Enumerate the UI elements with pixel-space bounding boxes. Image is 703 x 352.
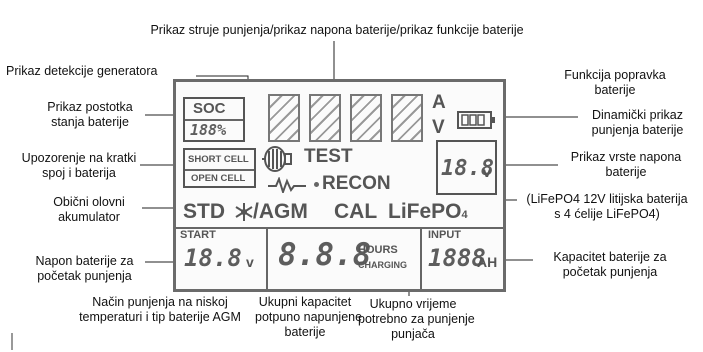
label-dynamic-charging: Dinamički prikaz punjenja baterije	[591, 108, 684, 137]
label-total-time: Ukupno vrijeme potrebno za punjenje punj…	[358, 297, 475, 341]
battery-icon	[457, 111, 495, 129]
unit-a: A	[432, 92, 446, 113]
lcd-panel: SOC 188% A V SHORT CELL OPEN CELL	[173, 79, 506, 292]
short-cell-text: SHORT CELL	[188, 154, 249, 165]
unit-v: V	[432, 117, 445, 138]
pulse-icon	[268, 177, 306, 193]
voltage-type-value: 18.8	[441, 156, 494, 181]
charge-digit-4	[391, 94, 423, 142]
input-value: 1888	[428, 244, 486, 272]
label-battery-capacity: Kapacitet baterije za početak punjenja	[553, 250, 667, 279]
hours-text: HOURS	[358, 244, 398, 256]
recon-dot	[314, 182, 319, 187]
lcd-split-right	[420, 227, 422, 289]
input-label: INPUT	[428, 229, 461, 241]
label-soc-display: Prikaz postotka stanja baterije	[47, 100, 133, 129]
charging-text: CHARGING	[358, 260, 407, 270]
input-unit: AH	[477, 254, 498, 270]
lcd-divider	[176, 227, 503, 229]
label-generator-detection: Prikaz detekcije generatora	[6, 64, 158, 78]
label-repair-function: Funkcija popravka baterije	[564, 68, 666, 97]
std-text: STD	[183, 200, 225, 223]
soc-value: 188%	[190, 121, 227, 139]
label-voltage-type: Prikaz vrste napona baterije	[570, 150, 682, 179]
label-lead-acid: Obični olovni akumulator	[53, 195, 125, 224]
generator-icon	[262, 146, 292, 172]
center-value: 8.8.8	[278, 237, 372, 273]
voltage-type-unit: v	[483, 164, 491, 180]
charge-digit-2	[309, 94, 341, 142]
start-label: START	[180, 229, 216, 241]
start-unit: v	[246, 254, 254, 270]
label-lifepo4-note: (LiFePO4 12V litijska baterija s 4 ćelij…	[526, 192, 688, 221]
open-cell-text: OPEN CELL	[191, 173, 246, 184]
soc-box: SOC 188%	[183, 97, 245, 142]
start-value: 18.8	[184, 244, 242, 272]
lifepo-text: LiFePO4	[388, 200, 468, 223]
test-text: TEST	[304, 146, 353, 167]
cal-text: CAL	[334, 200, 378, 223]
charge-digit-1	[268, 94, 300, 142]
lcd-split-left	[266, 227, 268, 289]
snowflake-icon	[235, 203, 253, 221]
recon-text: RECON	[322, 173, 391, 194]
cell-warning-box: SHORT CELL OPEN CELL	[183, 148, 256, 188]
label-start-voltage: Napon baterije za početak punjenja	[35, 254, 134, 283]
label-charge-display: Prikaz struje punjenja/prikaz napona bat…	[150, 23, 524, 37]
agm-text: /AGM	[253, 200, 308, 223]
charge-digit-3	[350, 94, 382, 142]
voltage-type-box: 18.8 v	[436, 140, 497, 195]
label-total-capacity: Ukupni kapacitet potpuno napunjene bater…	[255, 295, 363, 339]
label-low-temp-agm: Način punjenja na niskoj temperaturi i t…	[79, 295, 241, 324]
soc-label: SOC	[193, 100, 226, 117]
label-short-cell-warning: Upozorenje na kratki spoj i baterija	[21, 151, 137, 180]
